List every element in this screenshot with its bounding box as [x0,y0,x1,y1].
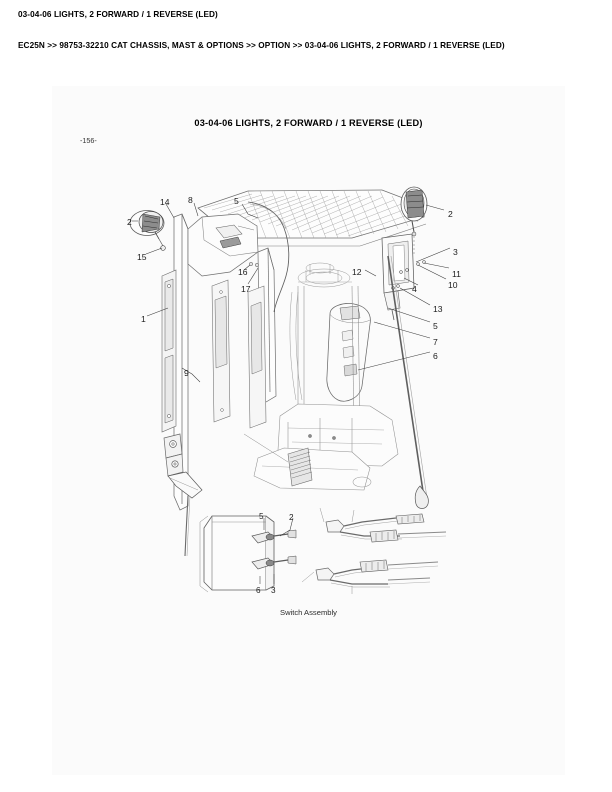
mast-top-assembly [297,262,352,288]
upper-cowl-panel [187,213,259,277]
lower-left-bracket [163,433,203,499]
harness-clip-17 [255,263,259,267]
page-number: -156- [80,136,97,145]
wire-pigtail-upper-a [325,513,425,533]
control-valve-block [243,433,313,487]
content-panel: 03-04-06 LIGHTS, 2 FORWARD / 1 REVERSE (… [52,86,565,775]
callout-main-9: 9 [184,368,189,378]
switch-callout-leaders [259,517,294,584]
main-parts-diagram [52,86,565,775]
callout-leader-lines [132,202,451,383]
rocker-switch-lower [251,555,297,570]
left-lamp-bracket [160,245,166,251]
chassis-base [253,403,399,491]
harness-wire [247,201,290,313]
switch-assembly-caption: Switch Assembly [280,608,337,617]
lift-rod [387,255,429,509]
right-led-lamp [400,186,428,254]
callout-main-5-right: 5 [433,321,438,331]
harness-clip-16 [249,262,253,266]
wire-pigtail-lower-b [329,577,431,588]
right-mount-bracket [381,233,415,321]
switch-housing [199,515,275,593]
center-upright-post [211,247,277,429]
main-diagram-svg [129,186,451,557]
callout-main-10: 10 [448,280,458,290]
callout-main-2-right: 2 [448,209,453,219]
callout-main-3: 3 [453,247,458,257]
left-led-lamp [129,210,165,247]
callout-main-11: 11 [452,269,461,279]
callout-main-13: 13 [433,304,443,314]
rocker-switch-upper [251,529,297,544]
wire-tag-leaders [301,507,355,594]
breadcrumb: EC25N >> 98753-32210 CAT CHASSIS, MAST &… [18,41,505,50]
callout-main-15: 15 [137,252,147,262]
callout-main-8: 8 [188,195,193,205]
callout-switch-2: 2 [289,513,294,522]
page-header-title: 03-04-06 LIGHTS, 2 FORWARD / 1 REVERSE (… [18,10,218,19]
lower-left-rod [184,495,191,557]
callout-main-5-top: 5 [234,196,239,206]
hose-bundle [289,291,303,401]
callout-switch-6: 6 [256,586,261,595]
switch-assembly-svg [199,507,447,594]
callout-main-16: 16 [238,267,248,277]
wire-pigtail-lower-a [315,559,439,581]
callout-main-2-left: 2 [127,217,132,227]
hydraulic-cylinder [326,303,371,402]
callout-main-17: 17 [241,284,251,294]
callout-main-4: 4 [412,284,417,294]
callout-main-6: 6 [433,351,438,361]
switch-assembly-diagram [52,486,565,626]
callout-main-12: 12 [352,267,362,277]
diagram-title: 03-04-06 LIGHTS, 2 FORWARD / 1 REVERSE (… [194,118,423,128]
callout-main-14: 14 [160,197,170,207]
callout-main-1: 1 [141,314,146,324]
callout-switch-3: 3 [271,586,276,595]
wire-pigtail-upper-b [339,529,447,543]
callout-switch-5: 5 [259,512,264,521]
callout-main-7: 7 [433,337,438,347]
fastener-group [391,260,426,290]
